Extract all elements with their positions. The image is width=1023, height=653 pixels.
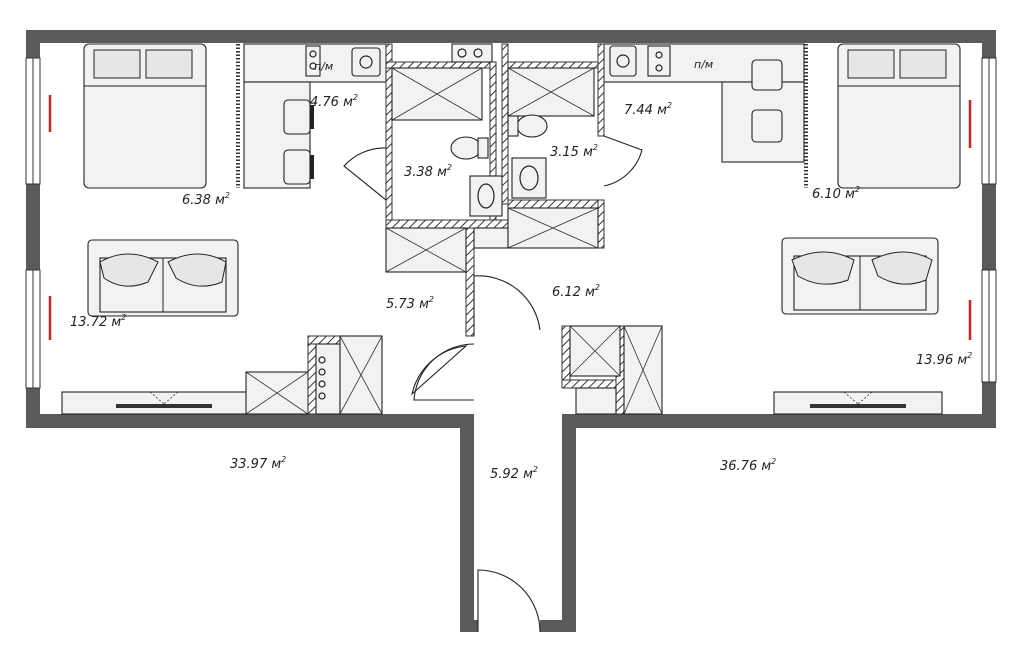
svg-text:3.15 м2: 3.15 м2 bbox=[550, 143, 598, 160]
bathroom-left bbox=[343, 43, 503, 221]
storage-right bbox=[561, 325, 663, 415]
partitions-dashed bbox=[236, 44, 808, 188]
area-unit-sup: 2 bbox=[595, 283, 600, 292]
area-unit-sup: 2 bbox=[967, 351, 972, 360]
area-label-5-73: 5.73 м bbox=[386, 297, 429, 312]
area-unit-sup: 2 bbox=[667, 101, 672, 110]
bed-right bbox=[837, 43, 961, 189]
area-label-13-72: 13.72 м bbox=[70, 315, 121, 330]
area-label-5-92: 5.92 м bbox=[490, 467, 533, 482]
pm-label-left: п/м bbox=[314, 60, 333, 73]
hall-doors bbox=[411, 275, 541, 633]
svg-text:6.12 м2: 6.12 м2 bbox=[552, 283, 600, 300]
area-unit-sup: 2 bbox=[281, 455, 286, 464]
svg-text:6.38 м2: 6.38 м2 bbox=[182, 191, 230, 208]
svg-text:13.96 м2: 13.96 м2 bbox=[916, 351, 972, 368]
sofa-right bbox=[781, 237, 939, 315]
svg-text:36.76 м2: 36.76 м2 bbox=[720, 457, 776, 474]
area-label-33-97: 33.97 м bbox=[230, 457, 281, 472]
svg-text:5.92 м2: 5.92 м2 bbox=[490, 465, 538, 482]
area-unit-sup: 2 bbox=[593, 143, 598, 152]
bathroom-right bbox=[501, 43, 643, 205]
svg-text:13.72 м2: 13.72 м2 bbox=[70, 313, 126, 330]
area-label-6-10: 6.10 м bbox=[812, 187, 855, 202]
area-label-7-44: 7.44 м bbox=[624, 103, 667, 118]
bed-left bbox=[83, 43, 207, 189]
tv-unit-left bbox=[61, 391, 249, 415]
interior-walls bbox=[385, 199, 605, 337]
area-label-6-12: 6.12 м bbox=[552, 285, 595, 300]
svg-text:6.10 м2: 6.10 м2 bbox=[812, 185, 860, 202]
kitchen-right bbox=[603, 43, 805, 163]
area-unit-sup: 2 bbox=[429, 295, 434, 304]
area-unit-sup: 2 bbox=[771, 457, 776, 466]
svg-text:5.73 м2: 5.73 м2 bbox=[386, 295, 434, 312]
storage-left bbox=[245, 335, 383, 415]
svg-text:7.44 м2: 7.44 м2 bbox=[624, 101, 672, 118]
area-label-3-15: 3.15 м bbox=[550, 145, 593, 160]
windows bbox=[25, 57, 997, 389]
sofa-left bbox=[87, 239, 239, 317]
svg-text:4.76 м2: 4.76 м2 bbox=[310, 93, 358, 110]
area-unit-sup: 2 bbox=[225, 191, 230, 200]
area-label-13-96: 13.96 м bbox=[916, 353, 967, 368]
svg-text:3.38 м2: 3.38 м2 bbox=[404, 163, 452, 180]
area-unit-sup: 2 bbox=[121, 313, 126, 322]
area-labels: 6.38 м2 4.76 м2 3.38 м2 3.15 м2 7.44 м2 … bbox=[70, 58, 972, 482]
area-unit-sup: 2 bbox=[447, 163, 452, 172]
area-label-6-38: 6.38 м bbox=[182, 193, 225, 208]
area-label-36-76: 36.76 м bbox=[720, 459, 771, 474]
area-unit-sup: 2 bbox=[855, 185, 860, 194]
area-label-4-76: 4.76 м bbox=[310, 95, 353, 110]
area-unit-sup: 2 bbox=[533, 465, 538, 474]
area-label-3-38: 3.38 м bbox=[404, 165, 447, 180]
svg-text:33.97 м2: 33.97 м2 bbox=[230, 455, 286, 472]
area-unit-sup: 2 bbox=[353, 93, 358, 102]
pm-label-right: п/м bbox=[694, 58, 713, 71]
tv-unit-right bbox=[773, 391, 943, 415]
